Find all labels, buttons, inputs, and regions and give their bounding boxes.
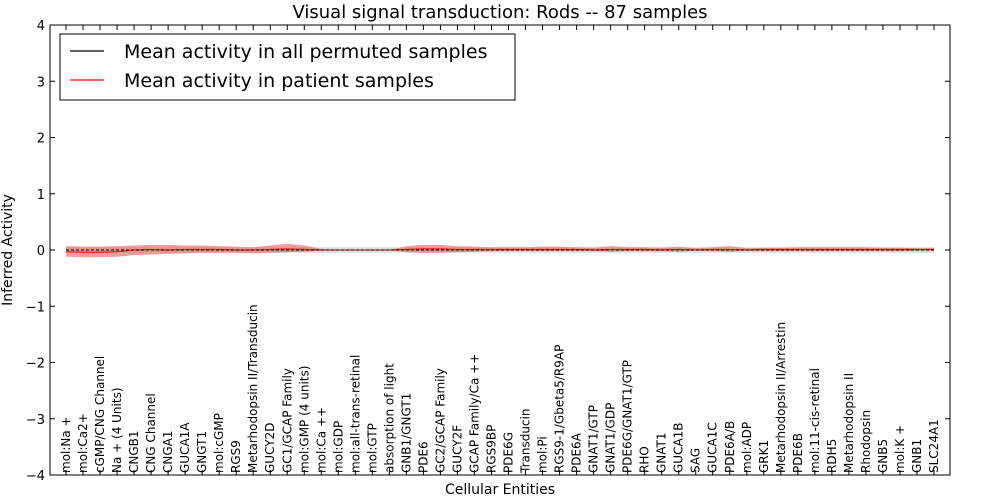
band-patient: [66, 243, 934, 258]
x-category-label: SLC24A1: [927, 419, 941, 473]
x-category-label: mol:GTP: [365, 423, 379, 473]
x-category-label: GNAT1/GTP: [587, 405, 601, 473]
x-category-label: mol:Ca2+: [76, 413, 90, 473]
series-line-patient: [65, 248, 934, 253]
x-category-label: RGS9BP: [485, 425, 499, 473]
y-axis: −4 −3 −2 −1 0 1 2 3 4: [26, 19, 950, 484]
y-tick-label: −4: [26, 469, 45, 484]
x-category-label: GUCY2F: [451, 425, 465, 473]
x-category-label: PDE6G/GNAT1/GTP: [621, 360, 635, 473]
x-category-label: mol:GDP: [331, 421, 345, 473]
x-category-label: GNAT1: [655, 432, 669, 473]
x-category-label: mol:K +: [893, 425, 907, 473]
x-category-label: GUCA1B: [672, 422, 686, 473]
x-category-label: RHO: [638, 446, 652, 473]
x-category-label: mol:cGMP: [212, 413, 226, 473]
x-category-label: mol:Ca ++: [314, 407, 328, 473]
y-tick-label: 0: [37, 244, 45, 259]
plot-area: [65, 243, 934, 258]
x-category-label: Metarhodopsin II/Transducin: [246, 304, 260, 473]
x-category-label: PDE6: [416, 441, 430, 473]
x-category-label: GNAT1/GDP: [604, 403, 618, 473]
x-category-label: GCAP Family/Ca ++: [468, 354, 482, 473]
x-category-label: PDE6B: [791, 433, 805, 473]
x-category-label: absorption of light: [382, 363, 396, 473]
x-category-label: PDE6G: [502, 432, 516, 473]
x-category-label: mol:ADP: [740, 422, 754, 473]
x-category-label: RGS9-1/Gbeta5/R9AP: [553, 345, 567, 473]
x-category-label: GUCA1A: [178, 422, 192, 473]
x-category-label: Metarhodopsin II/Arrestin: [774, 322, 788, 473]
x-category-label: GNB5: [876, 439, 890, 473]
x-category-label: GC2/GCAP Family: [433, 368, 447, 473]
x-category-label: mol:11-cis-retinal: [808, 368, 822, 473]
y-tick-label: 2: [37, 132, 45, 147]
x-category-label: Na + (4 Units): [110, 387, 124, 473]
x-category-label: CNG Channel: [144, 393, 158, 473]
x-category-label: RGS9: [229, 440, 243, 473]
x-category-label: GNB1: [910, 439, 924, 473]
y-axis-label: Inferred Activity: [0, 194, 16, 306]
x-category-label: Transducin: [519, 409, 533, 474]
x-category-label: GUCA1C: [706, 422, 720, 473]
y-tick-label: 1: [37, 188, 45, 203]
chart-title: Visual signal transduction: Rods -- 87 s…: [292, 2, 707, 23]
x-category-label: mol:Pi: [536, 436, 550, 473]
x-category-label: PDE6A/B: [723, 421, 737, 473]
x-axis-label: Cellular Entities: [445, 482, 555, 498]
x-category-label: GRK1: [757, 440, 771, 473]
y-tick-label: −1: [26, 300, 45, 315]
legend: Mean activity in all permuted samples Me…: [59, 33, 516, 101]
x-category-label: RDH5: [825, 439, 839, 473]
x-category-label: Rhodopsin: [859, 410, 873, 473]
x-category-label: GUCY2D: [263, 423, 277, 473]
x-category-label: GNB1/GNGT1: [399, 393, 413, 473]
x-category-label: mol:Na +: [59, 416, 73, 473]
y-tick-label: −2: [26, 357, 45, 372]
x-category-label: CNGA1: [161, 431, 175, 474]
y-tick-label: 4: [37, 19, 45, 34]
x-category-label: SAG: [689, 448, 703, 473]
legend-label-patient: Mean activity in patient samples: [124, 70, 434, 92]
x-category-label: PDE6A: [570, 432, 584, 473]
x-category-label: CNGB1: [127, 430, 141, 473]
legend-box: [59, 33, 516, 101]
y-tick-label: −3: [26, 413, 45, 428]
y-tick-label: 3: [37, 75, 45, 90]
x-category-label: Metarhodopsin II: [842, 373, 856, 473]
x-category-label: mol:all-trans-retinal: [348, 355, 362, 473]
x-category-label: mol:GMP (4 units): [297, 366, 311, 473]
x-category-label: GC1/GCAP Family: [280, 368, 294, 473]
legend-label-permuted: Mean activity in all permuted samples: [124, 41, 487, 63]
x-category-label: GNGT1: [195, 431, 209, 473]
x-category-label: cGMP/CNG Channel: [93, 356, 107, 473]
